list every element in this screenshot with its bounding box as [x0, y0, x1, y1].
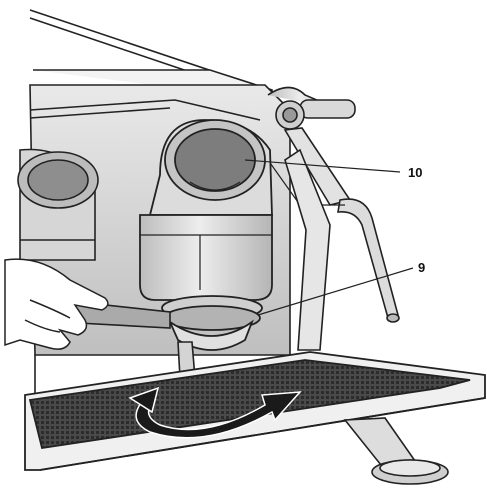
steam-wand — [267, 86, 400, 323]
group-head — [139, 119, 273, 301]
callout-9-leader — [257, 267, 414, 316]
machine-leg — [284, 148, 331, 351]
left-group-head — [17, 148, 99, 261]
callout-9-label: 9 — [418, 260, 425, 275]
rotation-arrow — [128, 386, 302, 439]
hand — [4, 258, 109, 350]
machine-foot — [343, 417, 449, 485]
callout-10-leader — [244, 159, 401, 173]
callout-leaders — [244, 159, 414, 316]
callout-10-label: 10 — [408, 165, 422, 180]
